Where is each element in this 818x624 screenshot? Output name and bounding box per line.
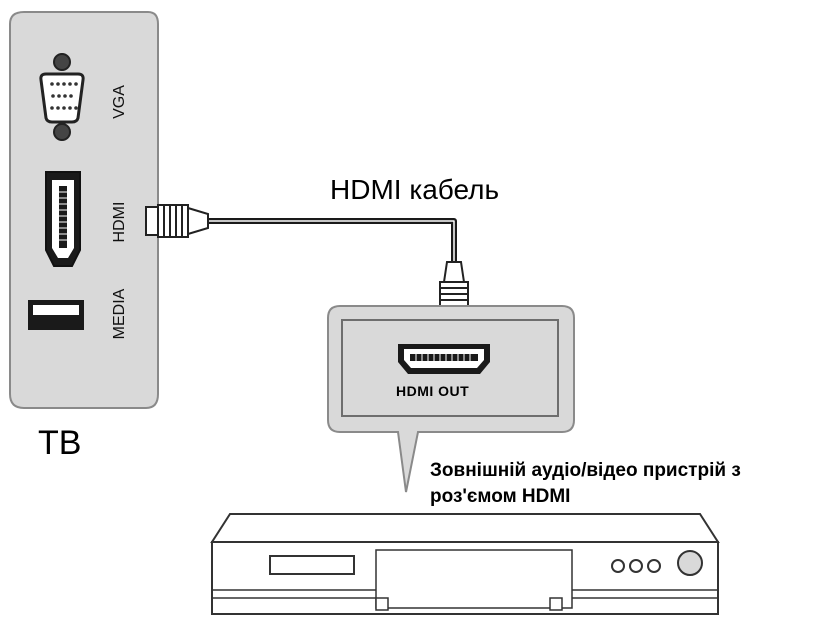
cable-caption: HDMI кабель	[330, 174, 500, 205]
external-av-device	[210, 513, 720, 615]
hdmi-out-label: HDMI OUT	[396, 383, 470, 399]
media-port-label: MEDIA	[111, 288, 128, 340]
vga-port-label: VGA	[111, 85, 128, 119]
tv-hdmi-port-icon	[45, 171, 81, 267]
vga-port-icon	[39, 53, 85, 141]
device-caption: Зовнішній аудіо/відео пристрій з роз'ємо…	[430, 458, 741, 510]
hdmi-out-port-icon	[398, 344, 490, 374]
device-caption-line-2: роз'ємом HDMI	[430, 486, 571, 507]
hdmi-cable	[208, 218, 457, 262]
device-buttons-icon	[611, 550, 703, 576]
tv-side-panel	[9, 11, 159, 409]
usb-media-port-icon	[28, 300, 84, 330]
device-port-callout	[327, 305, 575, 493]
cable-connector-tv-end-icon	[145, 204, 209, 238]
tv-caption: ТВ	[38, 424, 82, 462]
hdmi-port-label: HDMI	[111, 201, 128, 243]
device-caption-line-1: Зовнішній аудіо/відео пристрій з	[430, 460, 741, 481]
